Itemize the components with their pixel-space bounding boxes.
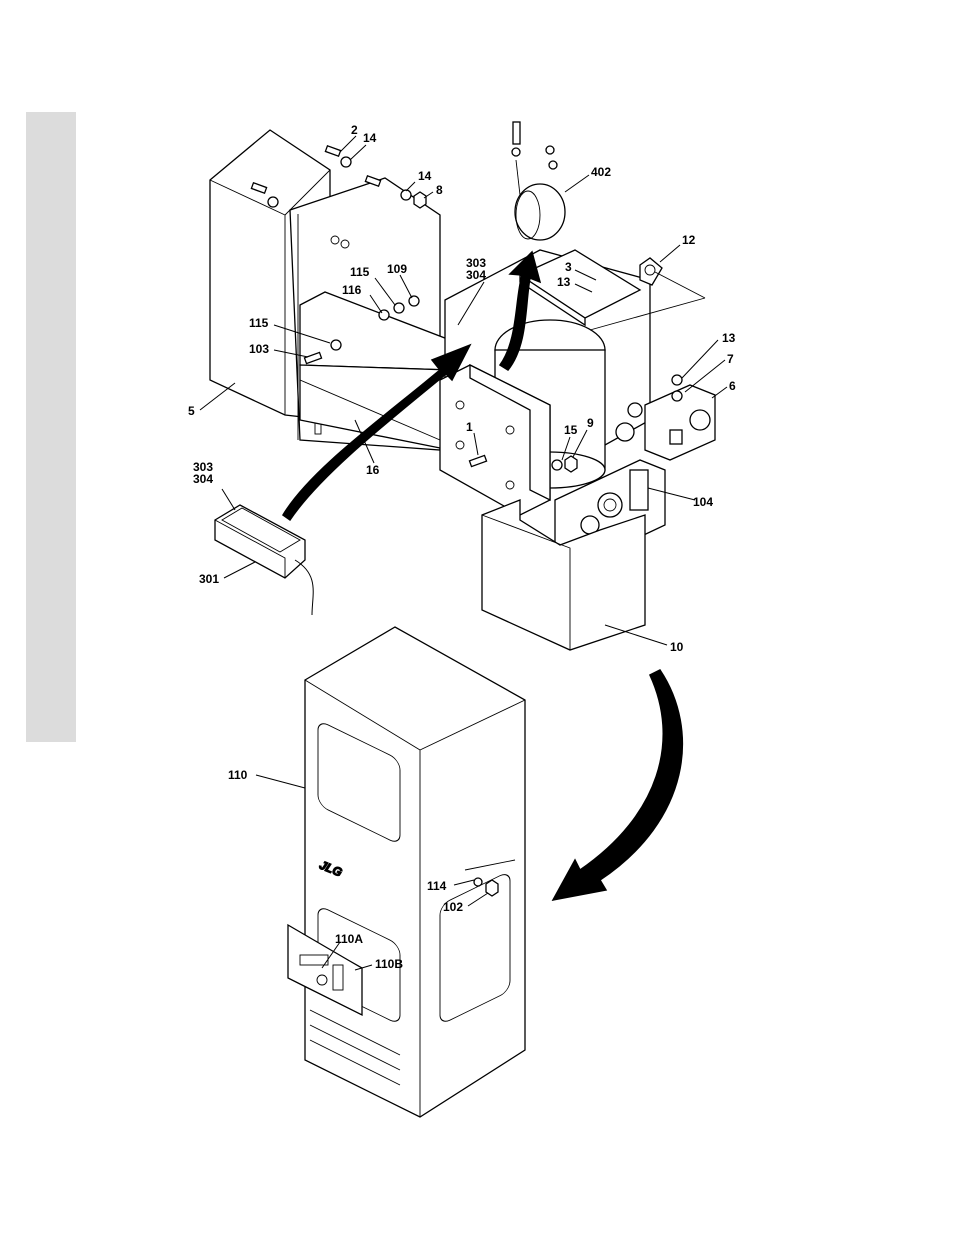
- callout-10: 10: [670, 640, 684, 654]
- motor-cap-part: [512, 122, 565, 240]
- callout-115: 115: [350, 265, 370, 279]
- callout-110: 110: [228, 768, 248, 782]
- callout-14: 14: [363, 131, 377, 145]
- callout-13: 13: [557, 275, 571, 289]
- callout-8: 8: [436, 183, 443, 197]
- callout-13: 13: [722, 331, 736, 345]
- callout-3: 3: [565, 260, 572, 274]
- callout-5: 5: [188, 404, 195, 418]
- callout-110A: 110A: [335, 932, 363, 946]
- callout-110B: 110B: [375, 957, 403, 971]
- callout-304: 304: [466, 268, 486, 282]
- callout-114: 114: [427, 879, 447, 893]
- outer-housing-part: JLG: [288, 627, 525, 1117]
- callout-301: 301: [199, 572, 219, 586]
- callout-102: 102: [443, 900, 463, 914]
- callout-109: 109: [387, 262, 407, 276]
- callout-115: 115: [249, 316, 269, 330]
- callout-12: 12: [682, 233, 696, 247]
- callout-402: 402: [591, 165, 611, 179]
- sensor-module-part: [215, 505, 313, 615]
- callout-14: 14: [418, 169, 432, 183]
- callout-16: 16: [366, 463, 380, 477]
- callout-15: 15: [564, 423, 578, 437]
- callout-9: 9: [587, 416, 594, 430]
- callout-6: 6: [729, 379, 736, 393]
- callout-2: 2: [351, 123, 358, 137]
- callout-304: 304: [193, 472, 213, 486]
- callout-103: 103: [249, 342, 269, 356]
- callout-7: 7: [727, 352, 734, 366]
- callout-116: 116: [342, 283, 362, 297]
- callout-104: 104: [693, 495, 713, 509]
- callout-1: 1: [466, 420, 473, 434]
